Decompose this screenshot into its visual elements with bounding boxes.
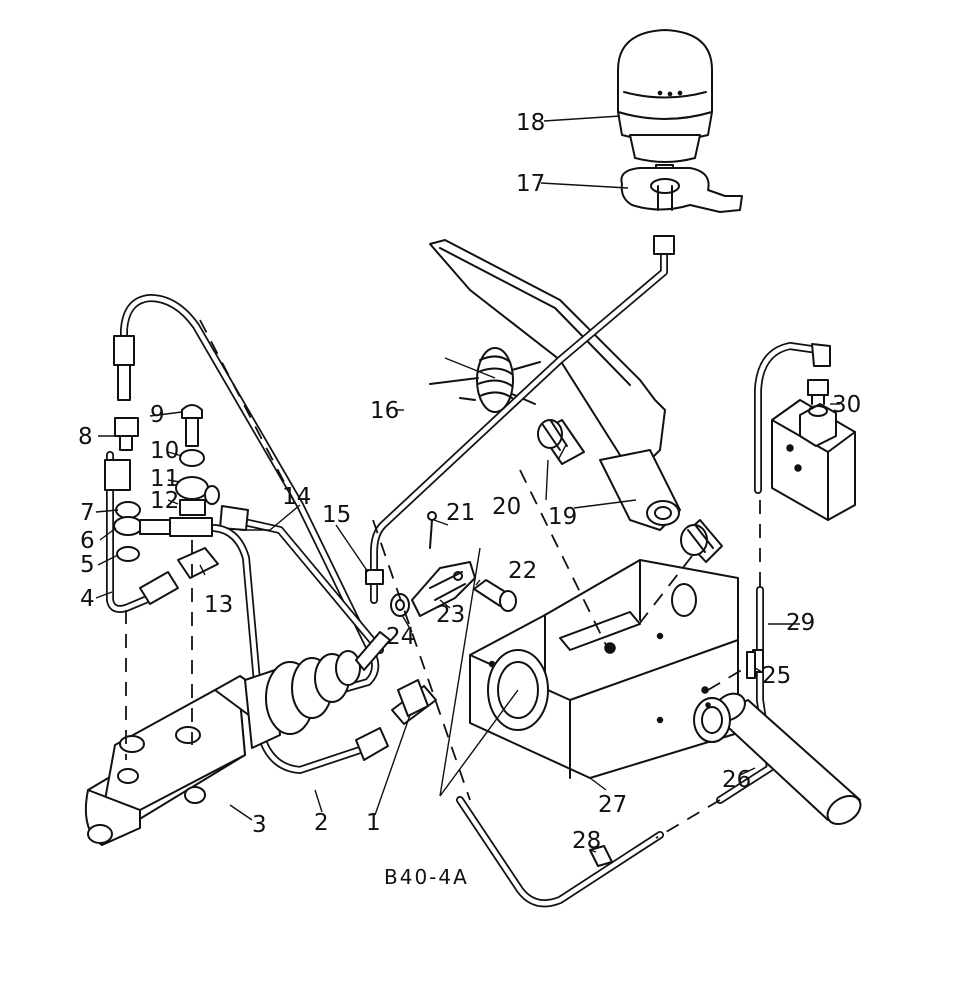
callout-6: 6 bbox=[80, 528, 95, 554]
master-cylinder-part bbox=[84, 675, 276, 846]
pipe-4-part bbox=[106, 451, 154, 613]
callout-10: 10 bbox=[150, 438, 179, 464]
callout-24: 24 bbox=[386, 624, 415, 650]
roll-pin-part bbox=[705, 651, 756, 708]
cross-shaft-part bbox=[693, 692, 862, 826]
valve-block-part bbox=[771, 379, 856, 521]
callout-8: 8 bbox=[78, 424, 93, 450]
clevis-part bbox=[411, 561, 476, 617]
callout-13: 13 bbox=[204, 592, 233, 618]
callout-25: 25 bbox=[762, 663, 791, 689]
callout-28: 28 bbox=[572, 828, 601, 854]
lock-nut-part bbox=[390, 593, 410, 617]
pipe-14-part bbox=[113, 294, 380, 694]
callout-20: 20 bbox=[492, 494, 521, 520]
callout-29: 29 bbox=[786, 610, 815, 636]
pipe-14b-part bbox=[219, 505, 384, 654]
assembly-guide-lines bbox=[125, 319, 761, 839]
callout-19: 19 bbox=[548, 504, 577, 530]
callout-5: 5 bbox=[80, 552, 95, 578]
callout-15: 15 bbox=[322, 502, 351, 528]
callout-3: 3 bbox=[252, 812, 267, 838]
callout-17: 17 bbox=[516, 171, 545, 197]
callout-14: 14 bbox=[282, 484, 311, 510]
dust-boot-part bbox=[244, 631, 391, 749]
bracket-part bbox=[620, 167, 743, 213]
callout-1: 1 bbox=[366, 810, 381, 836]
return-spring-part bbox=[429, 347, 541, 413]
callout-21: 21 bbox=[446, 500, 475, 526]
callout-labels: 1 2 3 4 5 6 7 8 9 10 11 12 13 14 15 16 1… bbox=[78, 110, 861, 889]
split-pin-part bbox=[427, 511, 437, 549]
leader-lines bbox=[95, 115, 840, 853]
callout-9: 9 bbox=[150, 402, 165, 428]
callout-16: 16 bbox=[370, 398, 399, 424]
figure-reference-code: B40-4A bbox=[384, 865, 469, 889]
bleed-screw-part bbox=[169, 404, 220, 537]
pedal-arm-part bbox=[429, 239, 681, 531]
callout-2: 2 bbox=[314, 810, 329, 836]
callout-18: 18 bbox=[516, 110, 545, 136]
reservoir-part bbox=[617, 29, 713, 186]
clevis-pin-part bbox=[473, 579, 517, 612]
banjo-fitting-part bbox=[104, 417, 171, 562]
union-13-part bbox=[139, 547, 219, 605]
lower-return-pipe-part bbox=[456, 796, 664, 908]
callout-22: 22 bbox=[508, 558, 537, 584]
callout-30: 30 bbox=[832, 392, 861, 418]
callout-27: 27 bbox=[598, 792, 627, 818]
callout-7: 7 bbox=[80, 500, 95, 526]
callout-11: 11 bbox=[150, 466, 179, 492]
callout-26: 26 bbox=[722, 767, 751, 793]
callout-23: 23 bbox=[436, 602, 465, 628]
adapter-part bbox=[391, 679, 437, 725]
bush-part bbox=[537, 419, 585, 465]
bush-part-lower bbox=[680, 519, 723, 563]
callout-4: 4 bbox=[80, 586, 95, 612]
callout-12: 12 bbox=[150, 488, 179, 514]
clip-part bbox=[589, 845, 613, 867]
